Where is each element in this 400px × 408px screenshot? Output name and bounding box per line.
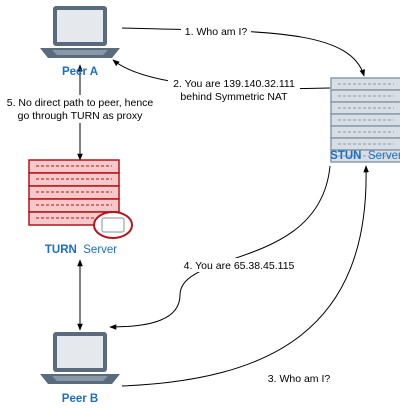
edge-3-label: 3. Who am I? (268, 373, 331, 385)
edge-5-label-line1: 5. No direct path to peer, hence (7, 97, 154, 109)
edge-5-label-line2: go through TURN as proxy (18, 110, 143, 122)
peer-a-laptop-icon[interactable] (40, 6, 120, 58)
stun-server-icon[interactable] (330, 77, 400, 163)
edge-1-who-am-i (121, 27, 365, 77)
edge-1-label: 1. Who am I? (185, 26, 248, 38)
edge-4-you-are (109, 165, 331, 330)
turn-server-icon[interactable] (28, 159, 133, 239)
edge-2-label-line1: 2. You are 139.140.32.111 (173, 78, 295, 90)
turn-name: TURN (45, 244, 77, 256)
stun-server-label: STUN Server (330, 146, 400, 163)
stun-name: STUN (330, 150, 361, 162)
peer-b-label: Peer B (62, 393, 98, 405)
peer-b-laptop-icon[interactable] (40, 332, 120, 384)
peer-a-label: Peer A (62, 66, 98, 78)
stun-suffix: Server (368, 150, 400, 162)
edge-4-label: 4. You are 65.38.45.115 (184, 260, 295, 272)
turn-server-label: TURN Server (45, 240, 117, 257)
turn-suffix: Server (83, 244, 117, 256)
edge-2-label-line2: behind Symmetric NAT (180, 91, 288, 103)
edge-3-who-am-i (121, 165, 369, 387)
